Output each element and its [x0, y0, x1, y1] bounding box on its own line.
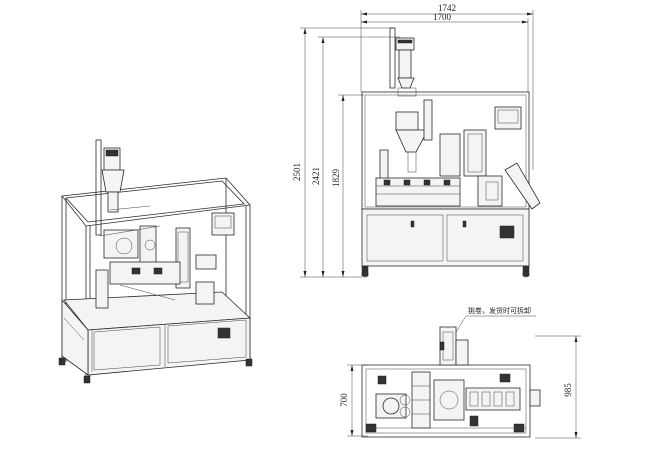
front-elevation: [300, 10, 541, 278]
removable-note: 挑卷，发货时可拆卸: [468, 306, 531, 315]
plan-view: [347, 315, 581, 439]
dim-total-height: 2501: [292, 163, 302, 181]
isometric-view: [58, 139, 253, 384]
dim-frame-height: 1829: [331, 169, 341, 188]
dim-frame-width: 1700: [433, 12, 452, 22]
dim-overall-width: 1742: [438, 3, 456, 13]
dim-plan-depth-inner: 700: [339, 393, 349, 407]
dim-upper-height: 2421: [311, 167, 321, 185]
dim-plan-depth-outer: 985: [563, 383, 573, 397]
